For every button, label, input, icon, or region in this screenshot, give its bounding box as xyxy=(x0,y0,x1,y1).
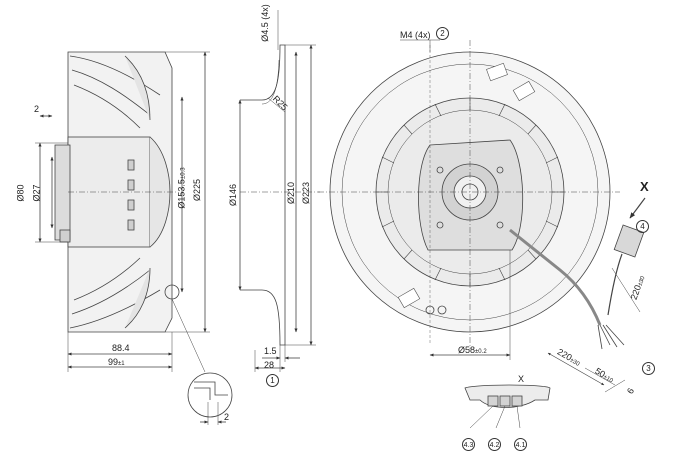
connector-view xyxy=(464,384,551,429)
dim-28-label: 28 xyxy=(264,360,275,370)
side-view xyxy=(35,51,210,373)
dim-1-5-label: 1.5 xyxy=(264,346,277,356)
dia-58-label: Ø58±0.2 xyxy=(458,345,487,355)
callout-4-3: 4.3 xyxy=(462,438,475,451)
section-view xyxy=(238,10,320,372)
len-99-label: 99±1 xyxy=(108,357,125,367)
len-88-4-label: 88.4 xyxy=(112,343,130,353)
dia-210-label: Ø210 xyxy=(286,181,297,205)
callout-1: 1 xyxy=(266,374,279,387)
dia-146-label: Ø146 xyxy=(228,183,239,207)
dia-153-5-label: Ø153.5±0.3 xyxy=(176,167,187,209)
dia-80-label: Ø80 xyxy=(15,184,26,202)
callout-2: 2 xyxy=(436,27,449,40)
label-plates xyxy=(397,62,536,309)
thread-label: M4 (4x) xyxy=(400,30,431,40)
view-x-marker: X xyxy=(640,179,649,194)
callout-4-2: 4.2 xyxy=(488,438,501,451)
detail-view xyxy=(187,372,233,425)
dim-2-top: 2 xyxy=(34,104,40,114)
callout-4: 4 xyxy=(636,220,649,233)
connector-view-title: X xyxy=(518,374,525,384)
dia-27-label: Ø27 xyxy=(31,184,42,202)
front-view xyxy=(318,39,646,393)
dia-223-label: Ø223 xyxy=(301,181,312,205)
callout-3: 3 xyxy=(642,362,655,375)
detail-dim-2: 2 xyxy=(224,412,230,422)
hole-label: Ø4.5 (4x) xyxy=(259,4,270,42)
callout-4-1: 4.1 xyxy=(514,438,527,451)
dia-225-label: Ø225 xyxy=(192,178,203,202)
